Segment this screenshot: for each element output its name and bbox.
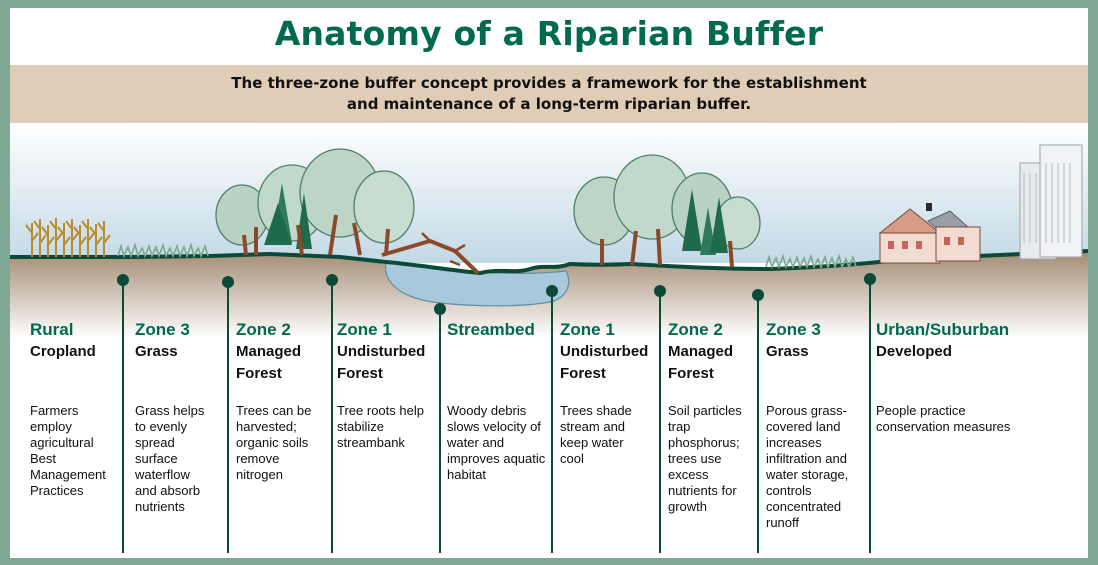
zone-desc: Tree roots help stabilize streambank xyxy=(337,403,424,450)
subtitle: The three-zone buffer concept provides a… xyxy=(10,73,1088,115)
landscape-illustration xyxy=(10,123,1088,553)
diagram-title: Anatomy of a Riparian Buffer xyxy=(274,14,824,53)
zone-name: Zone 1 xyxy=(560,320,615,339)
zone-desc: Soil particles trap phosphorus; trees us… xyxy=(668,403,742,514)
zone-column-streambed: Streambed Woody debris slows velocity of… xyxy=(447,319,547,482)
zone-name: Streambed xyxy=(447,320,535,339)
zone-column-urban: Urban/Suburban Developed People practice… xyxy=(876,319,1036,434)
grass-tufts-right xyxy=(765,253,857,270)
zone-type: Grass xyxy=(766,343,809,360)
zone-column-zone3-left: Zone 3 Grass Grass helps to evenly sprea… xyxy=(135,319,225,514)
zone-column-zone2-right: Zone 2 Managed Forest Soil particles tra… xyxy=(668,319,758,514)
landscape-scene: Rural Cropland Farmers employ agricultur… xyxy=(10,123,1088,558)
zone-marker-dot xyxy=(117,274,129,286)
zone-desc: Trees can be harvested; organic soils re… xyxy=(236,403,312,482)
zone-marker-dot xyxy=(864,273,876,285)
left-forest xyxy=(215,148,480,275)
zone-column-zone3-right: Zone 3 Grass Porous grass-covered land i… xyxy=(766,319,856,530)
zone-desc: People practice conservation measures xyxy=(876,403,1011,434)
subtitle-band: The three-zone buffer concept provides a… xyxy=(10,65,1088,123)
zone-name: Rural xyxy=(30,320,74,339)
zone-name: Urban/Suburban xyxy=(876,320,1010,339)
ground-line xyxy=(10,249,1088,276)
zone-column-zone1-left: Zone 1 Undisturbed Forest Tree roots hel… xyxy=(337,319,437,450)
right-forest xyxy=(573,154,761,268)
zone-marker-dot xyxy=(546,285,558,297)
diagram-panel: Anatomy of a Riparian Buffer The three-z… xyxy=(10,8,1088,558)
zone-desc: Grass helps to evenly spread surface wat… xyxy=(135,403,205,514)
zone-type: Managed Forest xyxy=(668,343,734,382)
zone-marker-dot xyxy=(654,285,666,297)
zone-type: Undisturbed Forest xyxy=(560,343,649,382)
zone-column-zone2-left: Zone 2 Managed Forest Trees can be harve… xyxy=(236,319,326,482)
zone-name: Zone 2 xyxy=(236,320,291,339)
city-buildings xyxy=(1019,144,1083,260)
zone-desc: Porous grass-covered land increases infi… xyxy=(766,403,849,530)
subtitle-line-1: The three-zone buffer concept provides a… xyxy=(231,74,867,92)
cornfield xyxy=(25,218,111,257)
zone-name: Zone 3 xyxy=(135,320,190,339)
zone-column-rural: Rural Cropland Farmers employ agricultur… xyxy=(30,319,130,498)
zone-type: Undisturbed Forest xyxy=(337,343,426,382)
zone-marker-dot xyxy=(752,289,764,301)
zone-type: Cropland xyxy=(30,343,96,360)
zone-type: Developed xyxy=(876,343,952,360)
zone-desc: Woody debris slows velocity of water and… xyxy=(447,403,546,482)
zone-name: Zone 3 xyxy=(766,320,821,339)
zone-desc: Trees shade stream and keep water cool xyxy=(560,403,632,466)
subtitle-line-2: and maintenance of a long-term riparian … xyxy=(346,95,752,113)
zone-name: Zone 1 xyxy=(337,320,392,339)
grass-tufts-left xyxy=(117,242,209,259)
zone-marker-dot xyxy=(326,274,338,286)
zone-name: Zone 2 xyxy=(668,320,723,339)
zone-column-zone1-right: Zone 1 Undisturbed Forest Trees shade st… xyxy=(560,319,660,466)
zone-markers xyxy=(117,273,876,553)
zone-desc: Farmers employ agricultural Best Managem… xyxy=(30,403,106,498)
zone-marker-dot xyxy=(222,276,234,288)
house xyxy=(878,203,981,264)
zone-type: Grass xyxy=(135,343,178,360)
zone-type: Managed Forest xyxy=(236,343,302,382)
zone-marker-dot xyxy=(434,303,446,315)
